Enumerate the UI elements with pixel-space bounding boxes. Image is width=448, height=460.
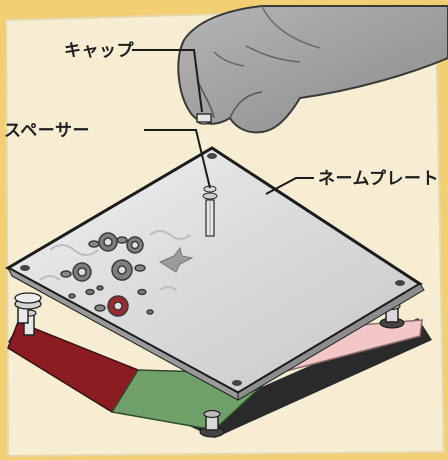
label-nameplate: ネームプレート	[318, 168, 439, 189]
hole-bottom	[232, 380, 242, 386]
hole-left	[20, 265, 30, 271]
spacer-left-standalone	[15, 293, 41, 309]
cap-part	[197, 114, 211, 124]
hole-top	[207, 153, 217, 159]
hole-right	[395, 280, 405, 286]
label-spacer: スペーサー	[4, 121, 90, 141]
rose-motif	[127, 237, 143, 253]
label-cap: キャップ	[64, 40, 134, 61]
